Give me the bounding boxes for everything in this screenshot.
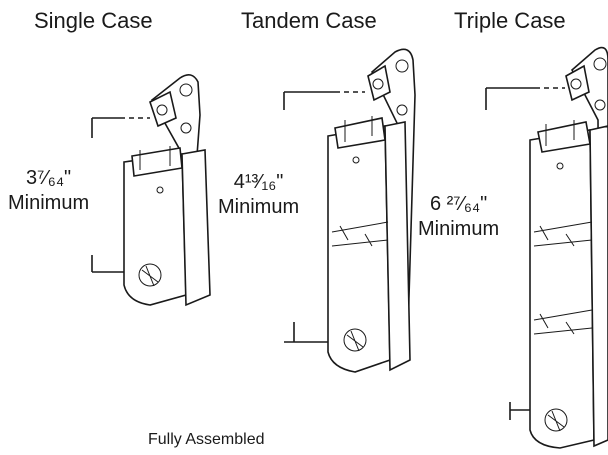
tandem-case-body [327, 125, 391, 373]
single-case-title: Single Case [34, 8, 153, 33]
triple-dimension: 6 ²⁷⁄₆₄" Minimum [418, 192, 499, 242]
triple-case-title: Triple Case [454, 8, 566, 33]
tandem-dimension-value: 4¹³⁄₁₆" [233, 171, 284, 193]
tandem-bottom-dimension-line [284, 322, 330, 343]
tandem-case-title: Tandem Case [241, 8, 377, 33]
single-top-dimension-line [91, 117, 120, 138]
triple-dimension-value: 6 ²⁷⁄₆₄" [429, 193, 488, 215]
tandem-case-drawing [283, 48, 416, 373]
tandem-dimension: 4¹³⁄₁₆" Minimum [218, 170, 299, 220]
single-dimension-value: 3⁷⁄₆₄" [26, 167, 72, 189]
triple-case-drawing [485, 46, 608, 449]
single-dimension-label: Minimum [8, 192, 90, 214]
triple-top-dimension-line [485, 87, 535, 110]
single-dimension: 3⁷⁄₆₄" Minimum [8, 166, 89, 216]
fully-assembled-caption: Fully Assembled [148, 431, 265, 448]
triple-dimension-label: Minimum [418, 218, 500, 240]
single-case-body [123, 153, 187, 306]
tandem-top-dimension-line [283, 91, 335, 110]
tandem-dimension-label: Minimum [218, 196, 300, 218]
single-bottom-dimension-line [91, 255, 125, 273]
single-case-drawing [91, 74, 211, 307]
triple-case-body [529, 129, 595, 449]
